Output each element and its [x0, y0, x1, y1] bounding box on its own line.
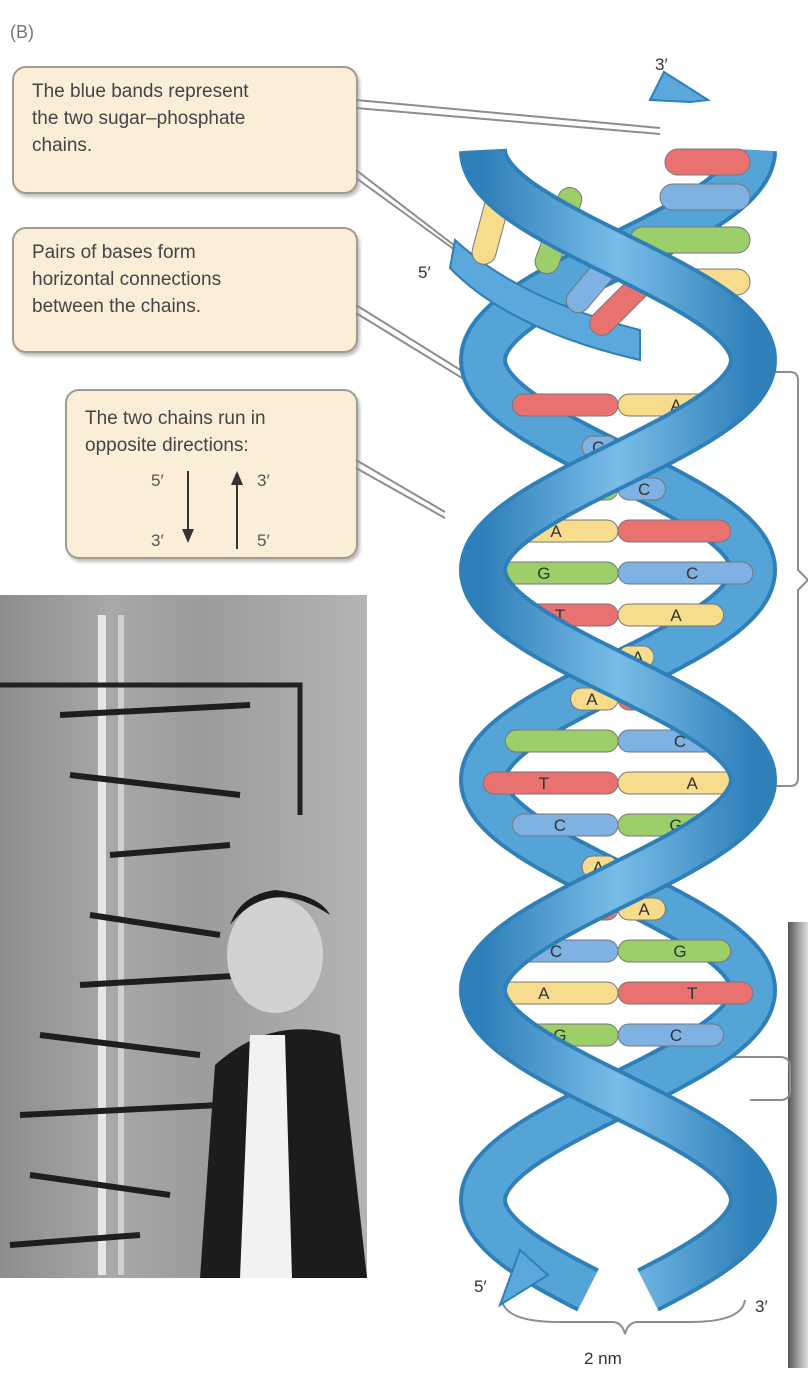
base-letter-left: C — [554, 816, 566, 835]
base-left — [505, 730, 618, 752]
unpaired-base — [660, 184, 750, 210]
base-letter-right: A — [687, 774, 699, 793]
base-left — [483, 772, 618, 794]
leader-directions — [356, 460, 445, 512]
leader-sugar-2 — [356, 170, 455, 246]
width-brace — [502, 1300, 745, 1334]
base-letter-right: C — [670, 1026, 682, 1045]
top-5-prime-label: 5′ — [418, 263, 431, 282]
leader-sugar-1 — [356, 100, 660, 128]
bottom-5-prime-label: 5′ — [474, 1277, 487, 1296]
base-letter-left: A — [586, 690, 598, 709]
base-letter-left: A — [538, 984, 550, 1003]
base-letter-right: A — [638, 900, 650, 919]
base-letter-right: T — [687, 984, 697, 1003]
base-letter-right: C — [638, 480, 650, 499]
base-left — [512, 394, 618, 416]
base-right — [618, 520, 731, 542]
base-letter-left: T — [539, 774, 549, 793]
top-3-prime-label: 3′ — [655, 55, 668, 74]
top-arrow-head-icon — [650, 72, 708, 102]
base-letter-right: A — [670, 606, 682, 625]
base-right — [618, 982, 753, 1004]
width-label: 2 nm — [584, 1349, 622, 1368]
base-letter-right: G — [673, 942, 686, 961]
bottom-3-prime-label: 3′ — [755, 1297, 768, 1316]
base-letter-right: C — [686, 564, 698, 583]
base-letter-left: G — [537, 564, 550, 583]
unpaired-base — [665, 149, 750, 175]
